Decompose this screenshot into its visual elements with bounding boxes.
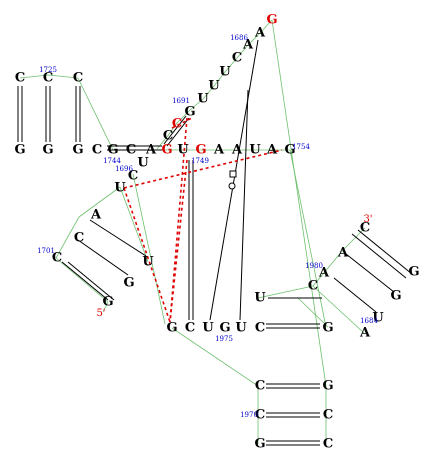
nucleotide-lc1: C (15, 71, 25, 86)
position-number-1749: 1749 (191, 157, 209, 165)
nucleotide-mc: C (185, 321, 195, 336)
nucleotide-bg1: G (254, 437, 265, 452)
position-number-1696: 1696 (115, 165, 133, 173)
nucleotide-mu1: U (202, 321, 214, 336)
position-number-1691: 1691 (172, 97, 190, 105)
nucleotide-su2: U (114, 181, 126, 196)
nucleotide-ha4: A (266, 143, 278, 158)
nucleotide-c_diag2: C (163, 129, 173, 144)
nucleotide-bg2: G (322, 379, 333, 394)
nucleotide-c1: C (232, 51, 242, 66)
nucleotide-hg1: G (107, 143, 118, 158)
nucleotide-lg1: G (14, 143, 25, 158)
backbone-lines (19, 19, 366, 444)
nucleotide-lg_a: G (123, 276, 134, 291)
nucleotide-ra2: A (337, 246, 349, 261)
nucleotide-u3: U (197, 92, 209, 107)
nucleotide-ru2: U (372, 311, 384, 326)
noncanonical-pair-symbols (228, 170, 237, 190)
nucleotide-u1: U (219, 65, 231, 80)
nucleotide-bc4: C (323, 437, 333, 452)
nucleotide-u2: U (208, 79, 220, 94)
position-number-1725: 1725 (39, 66, 57, 74)
pair-square-symbol (229, 170, 237, 178)
position-number-1744: 1744 (103, 157, 121, 165)
nucleotide-a1: A (254, 26, 266, 41)
nucleotide-g_top: G (266, 13, 277, 28)
nucleotide-hc2: C (126, 143, 136, 158)
nucleotide-mg3: G (322, 321, 333, 336)
nucleotide-a2: A (242, 38, 254, 53)
pair-circle-symbol (228, 182, 236, 190)
nucleotide-lg3: G (72, 143, 83, 158)
position-number-1686: 1686 (230, 34, 248, 42)
nucleotide-lc2: C (43, 71, 53, 86)
nucleotide-ra: A (318, 266, 330, 281)
strand-ends: 5' 3' (96, 214, 372, 319)
nucleotide-rg2: G (390, 289, 401, 304)
nucleotide-g1691: G (184, 105, 195, 120)
base-pair-lines (17, 39, 413, 446)
nucleotide-bc2: C (255, 408, 265, 423)
nucleotide-ru: U (254, 291, 266, 306)
nucleotide-mu2: U (235, 321, 247, 336)
nucleotide-lc3: C (73, 71, 83, 86)
position-number-1684: 1684 (360, 317, 378, 325)
three-prime-end-label: 3' (363, 214, 372, 225)
nucleotide-hg1754: G (284, 143, 295, 158)
nucleotide-bc3: C (323, 408, 333, 423)
nucleotide-bc1: C (255, 379, 265, 394)
nucleotide-lc_b: C (52, 251, 62, 266)
tertiary-interaction-lines (123, 117, 283, 323)
nucleotide-ha2: A (213, 143, 225, 158)
nucleotide-hu2: U (249, 143, 261, 158)
nucleotide-hu: U (177, 143, 189, 158)
five-prime-end-label: 5' (96, 308, 105, 319)
nucleotide-mc2: C (255, 321, 265, 336)
nucleotide-mg: G (166, 321, 177, 336)
nucleotide-hc1: C (92, 143, 102, 158)
nucleotide-lu: U (142, 255, 154, 270)
nucleotide-ra3: A (359, 326, 371, 341)
nucleotide-rg: G (408, 265, 419, 280)
nucleotide-ha3: A (231, 143, 243, 158)
nucleotide-la1: A (90, 208, 102, 223)
nucleotide-su1: U (137, 156, 149, 171)
nucleotide-rc2: C (360, 221, 370, 236)
nucleotide-lc_a: C (74, 231, 84, 246)
nucleotide-rc: C (308, 279, 318, 294)
position-number-1970: 1970 (240, 411, 258, 419)
nucleotide-mg2: G (219, 321, 230, 336)
nucleotide-lg_c: G (102, 295, 113, 310)
nucleotide-hg_red2: G (195, 143, 206, 158)
nucleotide-c_diag: C (172, 117, 182, 132)
nucleotide-lg2: G (42, 143, 53, 158)
nucleotide-sc1: C (128, 169, 138, 184)
nucleotide-hg_red: G (161, 143, 172, 158)
position-number-1701: 1701 (37, 247, 55, 255)
position-number-1980: 1980 (305, 262, 323, 270)
position-number-1754: 1754 (292, 143, 310, 151)
nucleotide-ha1: A (145, 143, 157, 158)
position-number-1975: 1975 (215, 335, 233, 343)
